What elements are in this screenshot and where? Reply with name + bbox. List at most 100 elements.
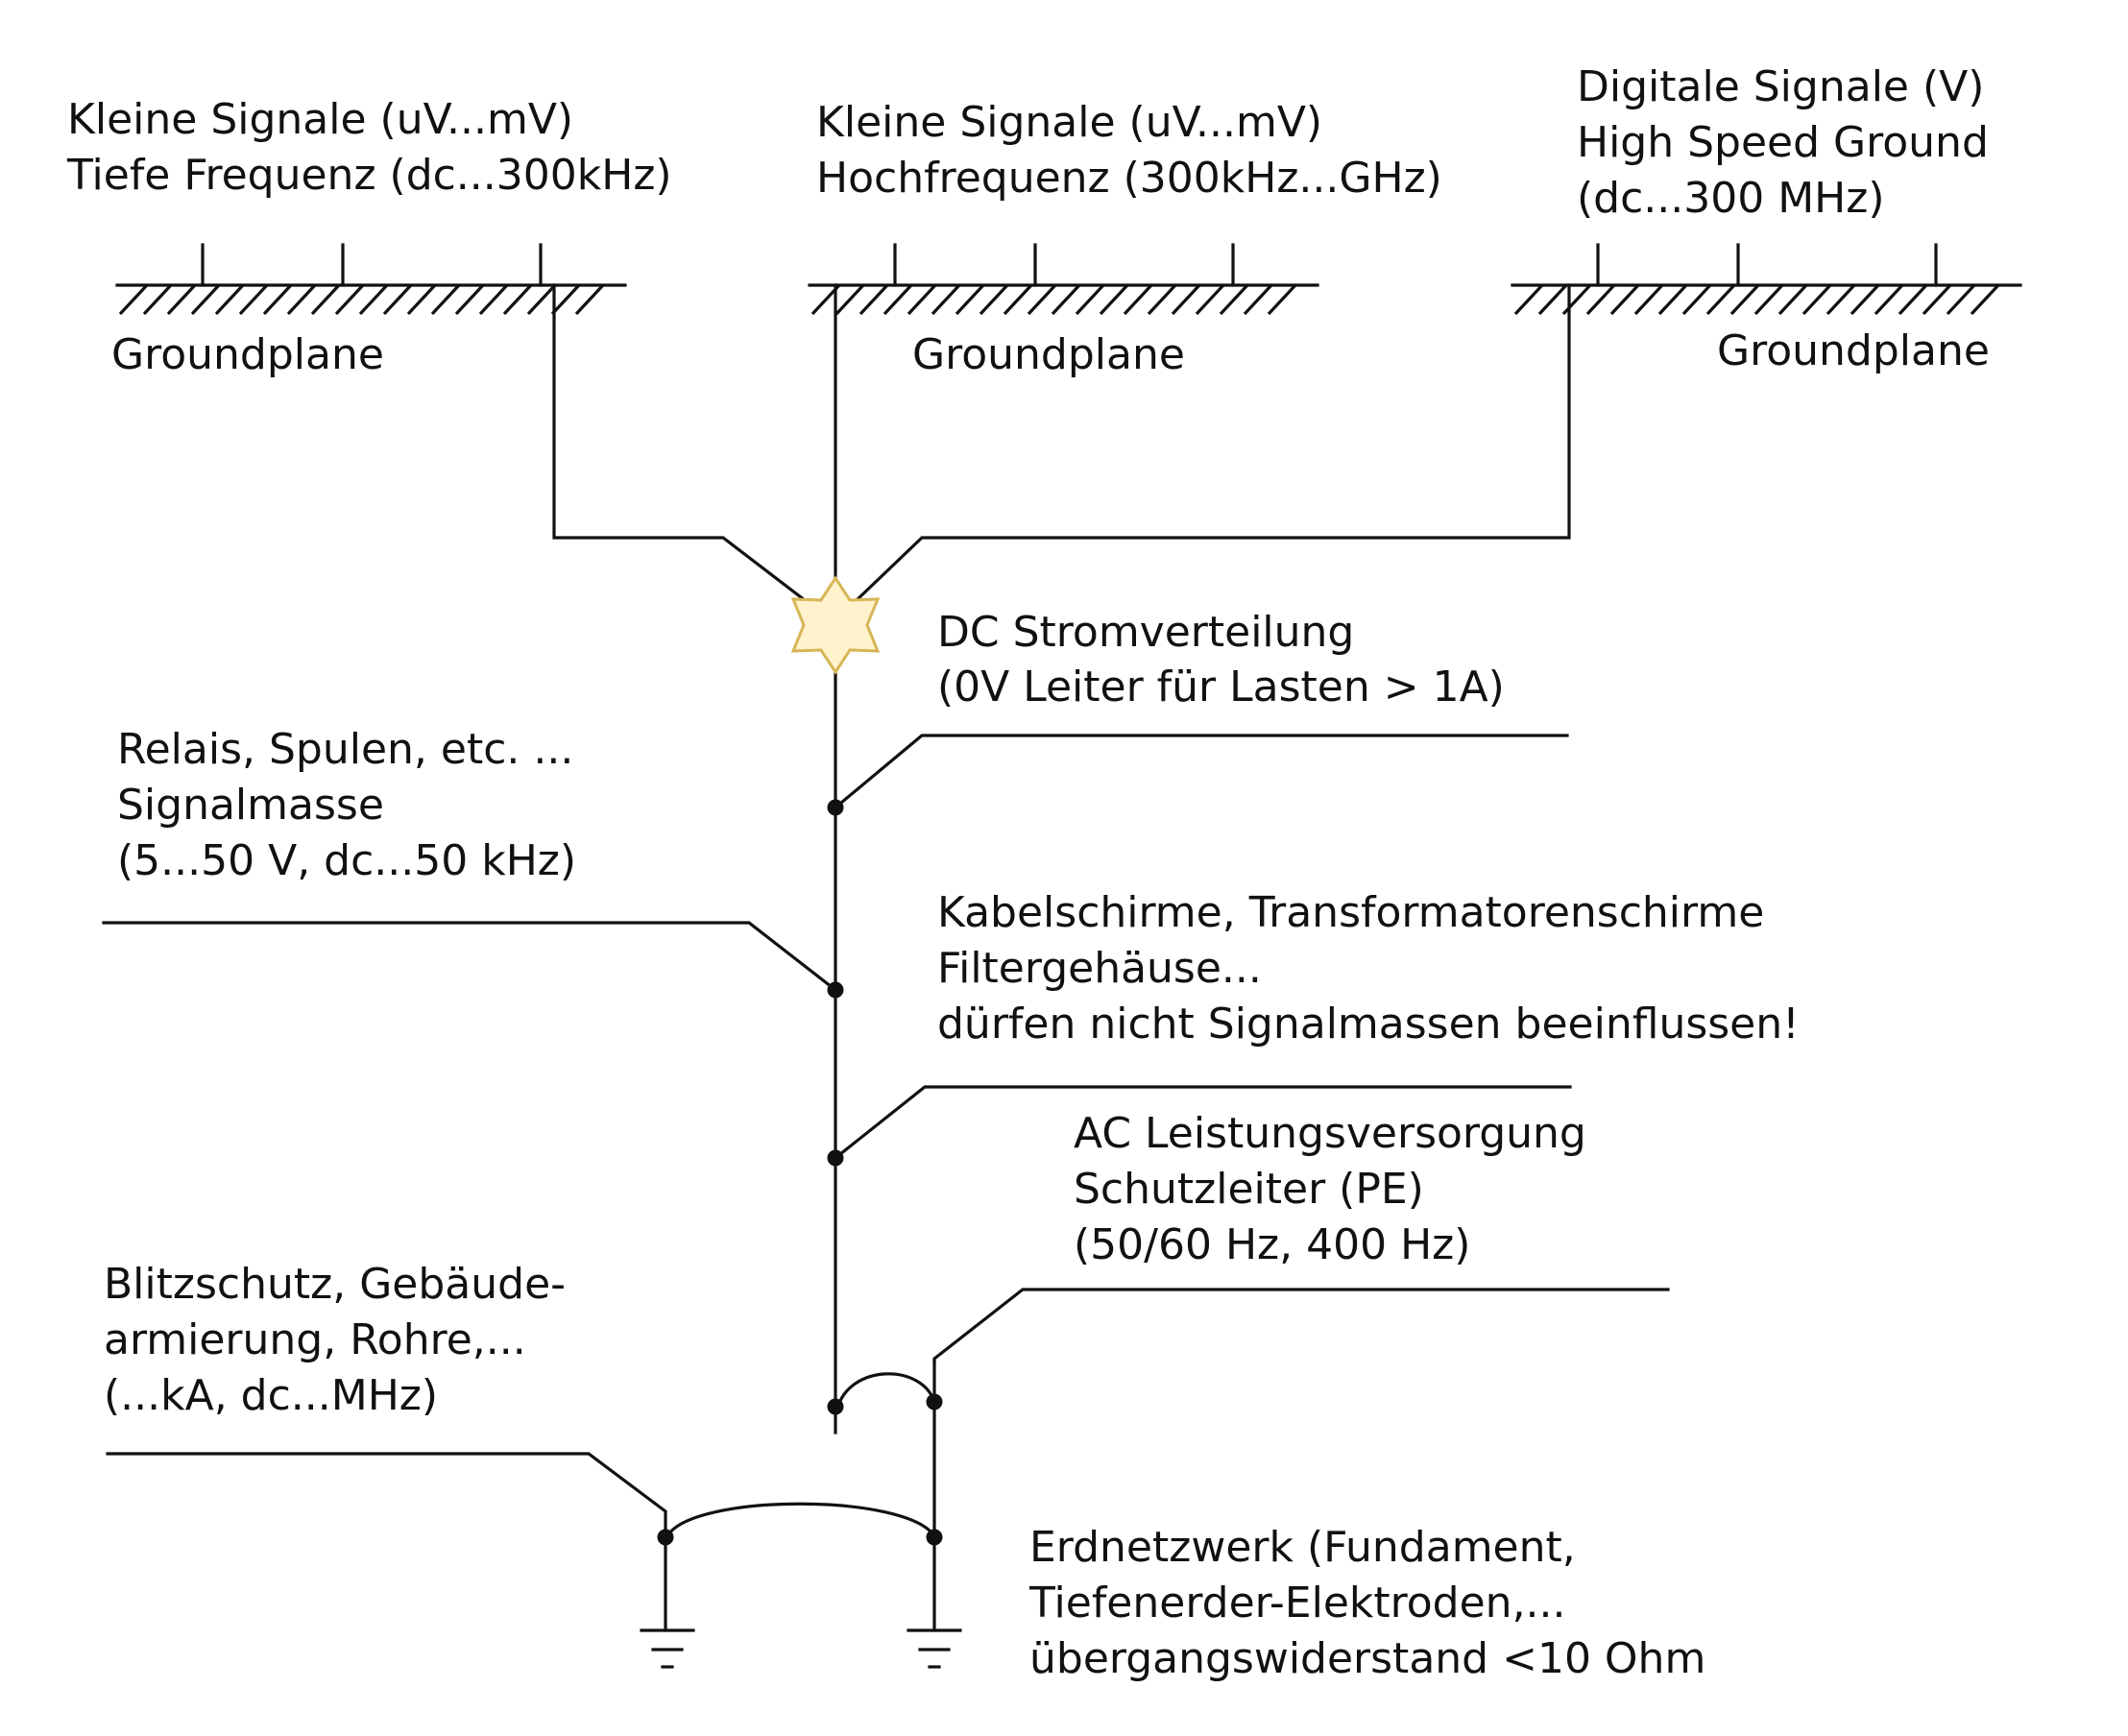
hatch-stroke <box>1657 283 1688 316</box>
junction-dot <box>827 1398 844 1415</box>
hatch-stroke <box>142 283 173 316</box>
hatch-stroke <box>1802 283 1832 316</box>
hatch-stroke <box>1099 283 1129 316</box>
label-plane-3-line: (dc...300 MHz) <box>1577 174 1885 223</box>
hatch-stroke <box>1681 283 1712 316</box>
hatch-stroke <box>310 283 341 316</box>
junction-dot <box>657 1529 674 1546</box>
hatch-stroke <box>1027 283 1057 316</box>
label-relais-line: Relais, Spulen, etc. ... <box>117 725 573 774</box>
hatch-stroke <box>502 283 533 316</box>
label-plane-2: Kleine Signale (uV...mV) Hochfrequenz (3… <box>816 98 1442 203</box>
label-kabel-line: dürfen nicht Signalmassen beeinflussen! <box>937 1000 1800 1049</box>
hatch-stroke <box>1171 283 1201 316</box>
bridge-arc-lower <box>665 1502 937 1539</box>
hatch-stroke <box>478 283 509 316</box>
hatch-stroke <box>454 283 485 316</box>
groundplane-3-hatch-icon <box>1513 283 2000 316</box>
label-blitz-line: (...kA, dc...MHz) <box>104 1371 438 1420</box>
hatch-stroke <box>883 283 913 316</box>
label-erd: Erdnetzwerk (Fundament, Tiefenerder-Elek… <box>1028 1523 1705 1683</box>
hatch-stroke <box>1970 283 2000 316</box>
hatch-stroke <box>1585 283 1616 316</box>
hatch-stroke <box>382 283 413 316</box>
junction-dot <box>827 1149 844 1167</box>
label-plane-3: Digitale Signale (V) High Speed Ground (… <box>1577 62 2002 223</box>
hatch-stroke <box>1123 283 1153 316</box>
hatch-stroke <box>190 283 221 316</box>
hatch-stroke <box>1561 283 1592 316</box>
hatch-stroke <box>1850 283 1880 316</box>
hatch-stroke <box>858 283 889 316</box>
hatch-stroke <box>334 283 365 316</box>
label-dc: DC Stromverteilung (0V Leiter für Lasten… <box>937 608 1505 711</box>
branch-relais <box>102 921 838 993</box>
junction-dot <box>926 1529 943 1546</box>
groundplane-3 <box>1511 243 2022 316</box>
label-erd-line: Tiefenerder-Elektroden,... <box>1028 1579 1566 1628</box>
hatch-stroke <box>907 283 937 316</box>
hatch-stroke <box>1922 283 1952 316</box>
branch-ac <box>932 1288 1670 1363</box>
hatch-stroke <box>214 283 245 316</box>
label-ac-line: (50/60 Hz, 400 Hz) <box>1074 1220 1470 1269</box>
hatch-stroke <box>1874 283 1904 316</box>
junction-dot <box>827 981 844 999</box>
label-ac-line: Schutzleiter (PE) <box>1074 1165 1424 1214</box>
label-ac-line: AC Leistungsversorgung <box>1074 1109 1586 1158</box>
label-plane-3-line: Digitale Signale (V) <box>1577 62 1984 111</box>
label-plane-2-line: Hochfrequenz (300kHz...GHz) <box>816 154 1442 203</box>
hatch-stroke <box>1147 283 1177 316</box>
label-relais: Relais, Spulen, etc. ... Signalmasse (5.… <box>117 725 587 885</box>
hatch-stroke <box>1537 283 1568 316</box>
label-plane-2-line: Kleine Signale (uV...mV) <box>816 98 1322 147</box>
hatch-stroke <box>955 283 985 316</box>
hatch-stroke <box>286 283 317 316</box>
label-blitz-line: Blitzschutz, Gebäude- <box>104 1260 566 1309</box>
star-point-icon <box>790 575 881 675</box>
ground-symbol-left-icon <box>640 1628 695 1669</box>
hatch-stroke <box>931 283 961 316</box>
hatch-stroke <box>1513 283 1544 316</box>
label-erd-line: übergangswiderstand <10 Ohm <box>1029 1634 1705 1683</box>
hatch-stroke <box>1075 283 1105 316</box>
branch-kabel <box>833 1085 1572 1161</box>
label-dc-line: DC Stromverteilung <box>937 608 1354 657</box>
hatch-stroke <box>1609 283 1640 316</box>
label-plane-1: Kleine Signale (uV...mV) Tiefe Frequenz … <box>66 95 672 200</box>
hatch-stroke <box>1051 283 1081 316</box>
wire-groundplane-1 <box>552 283 836 625</box>
hatch-stroke <box>358 283 389 316</box>
hatch-stroke <box>1219 283 1249 316</box>
hatch-stroke <box>262 283 293 316</box>
hatch-stroke <box>1729 283 1760 316</box>
hatch-stroke <box>1826 283 1856 316</box>
hatch-stroke <box>1898 283 1928 316</box>
label-kabel-line: Filtergehäuse... <box>937 944 1262 993</box>
hatch-stroke <box>406 283 437 316</box>
groundplane-2-hatch-icon <box>810 283 1297 316</box>
hatch-stroke <box>1705 283 1736 316</box>
hatch-stroke <box>1243 283 1273 316</box>
hatch-stroke <box>1633 283 1664 316</box>
groundplane-2 <box>808 243 1319 316</box>
label-plane-1-line: Tiefe Frequenz (dc...300kHz) <box>66 151 672 200</box>
hatch-stroke <box>430 283 461 316</box>
label-relais-line: Signalmasse <box>117 781 384 830</box>
junction-dot <box>926 1393 943 1410</box>
hatch-stroke <box>118 283 149 316</box>
hatch-stroke <box>1267 283 1297 316</box>
label-ac: AC Leistungsversorgung Schutzleiter (PE)… <box>1074 1109 1600 1269</box>
hatch-stroke <box>1777 283 1808 316</box>
label-plane-3-line: High Speed Ground <box>1577 118 1989 167</box>
hatch-stroke <box>1946 283 1976 316</box>
hatch-stroke <box>238 283 269 316</box>
label-plane-1-line: Kleine Signale (uV...mV) <box>67 95 573 144</box>
label-erd-line: Erdnetzwerk (Fundament, <box>1029 1523 1576 1572</box>
label-groundplane-1: Groundplane <box>111 330 384 379</box>
label-kabel-line: Kabelschirme, Transformatorenschirme <box>937 888 1764 937</box>
branch-dc <box>833 734 1569 810</box>
groundplane-1 <box>115 243 627 316</box>
bridge-arc-upper <box>835 1372 937 1410</box>
